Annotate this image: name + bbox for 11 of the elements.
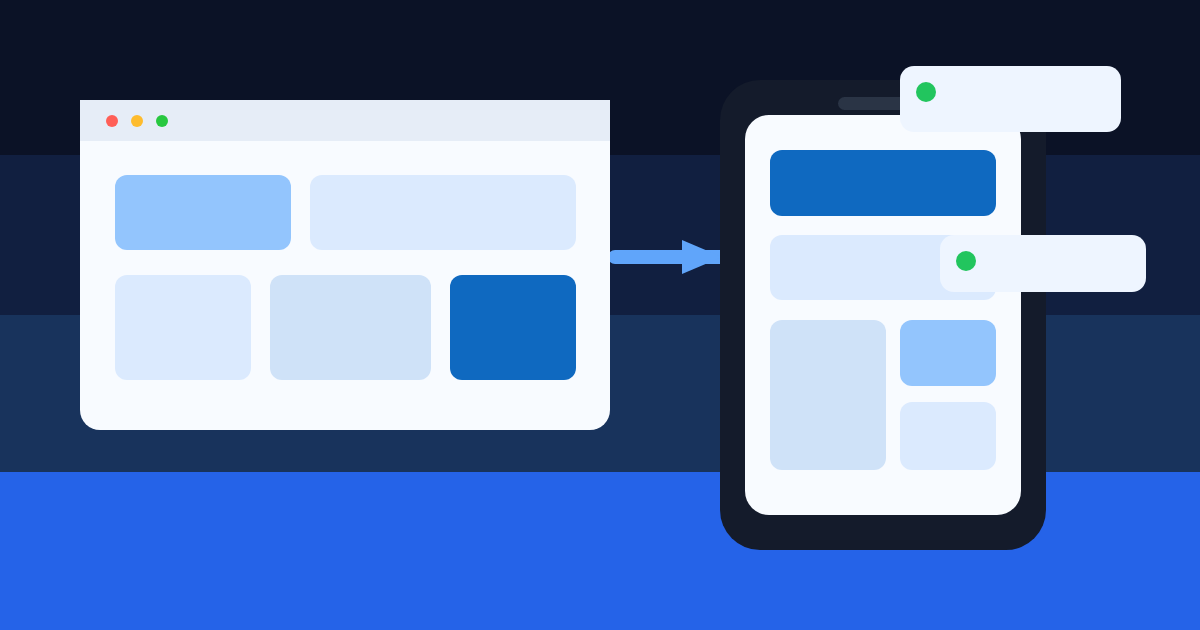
content-block [310,175,576,250]
content-block [770,320,886,470]
phone [720,80,1046,550]
content-block [270,275,431,380]
content-block [900,402,996,470]
content-block [900,320,996,386]
content-block [115,175,291,250]
content-block [450,275,576,380]
content-block [770,150,996,216]
content-block [115,275,251,380]
browser-window [80,100,610,430]
